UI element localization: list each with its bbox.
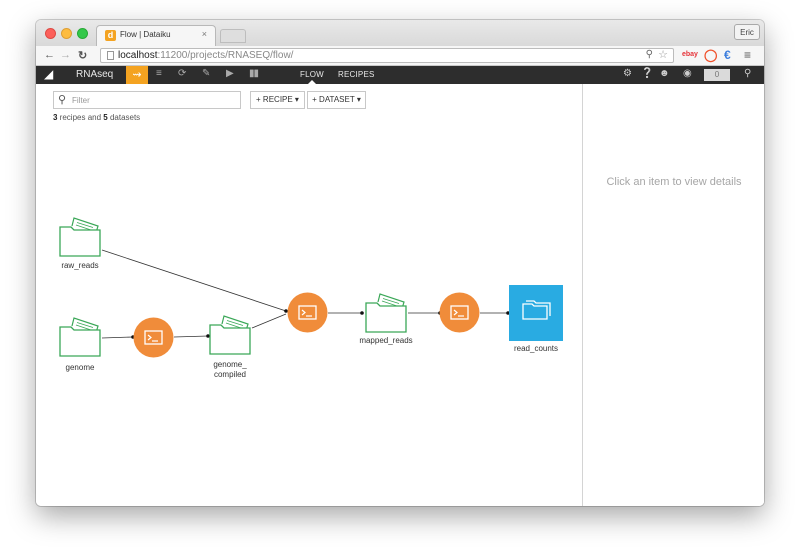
- maximize-window-button[interactable]: [77, 28, 88, 39]
- datasets-text: datasets: [107, 113, 141, 122]
- dataset-node-raw-reads[interactable]: [58, 216, 102, 258]
- recipe-node-counting[interactable]: [439, 292, 480, 333]
- notebooks-icon[interactable]: ✎: [202, 68, 211, 79]
- edge-dot: [206, 334, 210, 338]
- filter-input[interactable]: [72, 93, 232, 107]
- flow-edges: [101, 249, 510, 339]
- details-hint: Click an item to view details: [606, 176, 742, 188]
- new-tab-button[interactable]: [220, 29, 246, 43]
- browser-address-bar: ← → ↻ localhost:11200/projects/RNASEQ/fl…: [36, 46, 764, 66]
- notifications-badge[interactable]: 0: [704, 69, 730, 81]
- browser-user-chip[interactable]: Eric: [734, 24, 760, 40]
- chrome-menu-icon[interactable]: ≡: [744, 48, 752, 62]
- edge-dot: [360, 311, 364, 315]
- managed-folder-icon: [522, 300, 551, 320]
- main-content: ⚲ + RECIPE ▾ + DATASET ▾ 3 recipes and 5…: [36, 84, 764, 506]
- ebay-extension-icon[interactable]: ebay: [682, 51, 698, 58]
- url-host: localhost: [118, 50, 158, 61]
- close-window-button[interactable]: [45, 28, 56, 39]
- dataset-node-read-counts[interactable]: [509, 285, 563, 341]
- dataset-folder-icon: [209, 315, 251, 355]
- back-arrow-icon[interactable]: ←: [44, 49, 55, 61]
- dataset-label-genome-compiled: genome_ compiled: [200, 360, 260, 380]
- dataset-node-genome-compiled[interactable]: [208, 314, 252, 356]
- edge-raw-reads-to-recipe: [101, 249, 287, 312]
- add-recipe-button[interactable]: + RECIPE ▾: [250, 91, 305, 109]
- flow-canvas[interactable]: ⚲ + RECIPE ▾ + DATASET ▾ 3 recipes and 5…: [36, 84, 582, 506]
- url-text: localhost:11200/projects/RNASEQ/flow/: [118, 50, 293, 61]
- dataset-folder-icon: [59, 317, 101, 357]
- edge-compile-to-compiled: [173, 335, 209, 338]
- help-icon[interactable]: ❔: [641, 68, 654, 79]
- edge-dot: [284, 309, 288, 313]
- filter-search-icon: ⚲: [58, 94, 67, 106]
- dataiku-favicon-icon: d: [105, 30, 116, 41]
- dataset-label-genome: genome: [65, 363, 95, 372]
- label-line: genome_: [213, 360, 247, 369]
- shell-recipe-icon: [287, 292, 328, 333]
- tab-recipes[interactable]: RECIPES: [338, 70, 375, 79]
- browser-window: d Flow | Dataiku × Eric ← → ↻ localhost:…: [36, 20, 764, 506]
- brave-extension-icon[interactable]: ◯: [704, 48, 718, 62]
- zoom-icon[interactable]: ⚲: [645, 49, 653, 60]
- project-name[interactable]: RNAseq: [76, 69, 114, 80]
- details-panel: Click an item to view details: [582, 84, 764, 506]
- tab-flow[interactable]: FLOW: [300, 70, 324, 84]
- dataset-label-read-counts: read_counts: [513, 344, 559, 353]
- dataset-folder-icon: [365, 293, 407, 333]
- minimize-window-button[interactable]: [61, 28, 72, 39]
- search-icon[interactable]: ⚲: [744, 68, 752, 79]
- dataset-label-mapped-reads: mapped_reads: [359, 336, 413, 345]
- dashboard-icon[interactable]: ▮▮: [249, 68, 259, 79]
- dss-top-navbar: ◢ RNAseq ⇝ ≡ ⟳ ✎ ▶ ▮▮ FLOW RECIPES ⚙ ❔ ☻…: [36, 66, 764, 84]
- browser-tab-title: Flow | Dataiku: [120, 30, 171, 39]
- tab-close-icon[interactable]: ×: [201, 29, 207, 39]
- dataset-count: 5: [103, 113, 108, 122]
- dataset-folder-icon: [59, 217, 101, 257]
- dataset-node-mapped-reads[interactable]: [364, 292, 408, 334]
- flow-summary: 3 recipes and 5 datasets: [53, 113, 140, 122]
- shell-recipe-icon: [439, 292, 480, 333]
- dataset-node-genome[interactable]: [58, 316, 102, 358]
- bookmark-star-icon[interactable]: ☆: [658, 49, 668, 61]
- recipe-node-mapping[interactable]: [287, 292, 328, 333]
- browser-tab-flow[interactable]: d Flow | Dataiku ×: [96, 25, 216, 46]
- gear-icon[interactable]: ⚙: [623, 68, 632, 79]
- shell-recipe-icon: [133, 317, 174, 358]
- page-icon: [107, 51, 114, 60]
- forward-arrow-icon[interactable]: →: [60, 49, 71, 61]
- url-input[interactable]: localhost:11200/projects/RNASEQ/flow/ ⚲ …: [100, 48, 674, 63]
- reload-icon[interactable]: ↻: [78, 50, 88, 62]
- dataiku-logo-icon[interactable]: ◢: [44, 67, 54, 81]
- recipes-icon[interactable]: ⟳: [178, 68, 187, 79]
- dataset-label-raw-reads: raw_reads: [61, 261, 99, 270]
- flow-icon[interactable]: ⇝: [126, 66, 148, 84]
- filter-box: ⚲: [53, 91, 241, 109]
- edge-compiled-to-recipe: [251, 313, 287, 329]
- avatar-icon[interactable]: ◉: [683, 68, 692, 79]
- edge-genome-to-compile: [101, 336, 134, 339]
- recipe-node-compile[interactable]: [133, 317, 174, 358]
- url-path: :11200/projects/RNASEQ/flow/: [157, 50, 294, 61]
- recipes-text: recipes and: [57, 113, 104, 122]
- jobs-icon[interactable]: ▶: [226, 68, 234, 79]
- users-icon[interactable]: ☻: [659, 68, 670, 79]
- label-line: compiled: [213, 370, 246, 379]
- edge-dot: [506, 311, 510, 315]
- datasets-icon[interactable]: ≡: [156, 68, 162, 79]
- recipe-count: 3: [53, 113, 58, 122]
- add-dataset-button[interactable]: + DATASET ▾: [307, 91, 366, 109]
- extension-c-icon[interactable]: €: [724, 48, 731, 62]
- browser-tab-strip: d Flow | Dataiku × Eric: [36, 20, 764, 46]
